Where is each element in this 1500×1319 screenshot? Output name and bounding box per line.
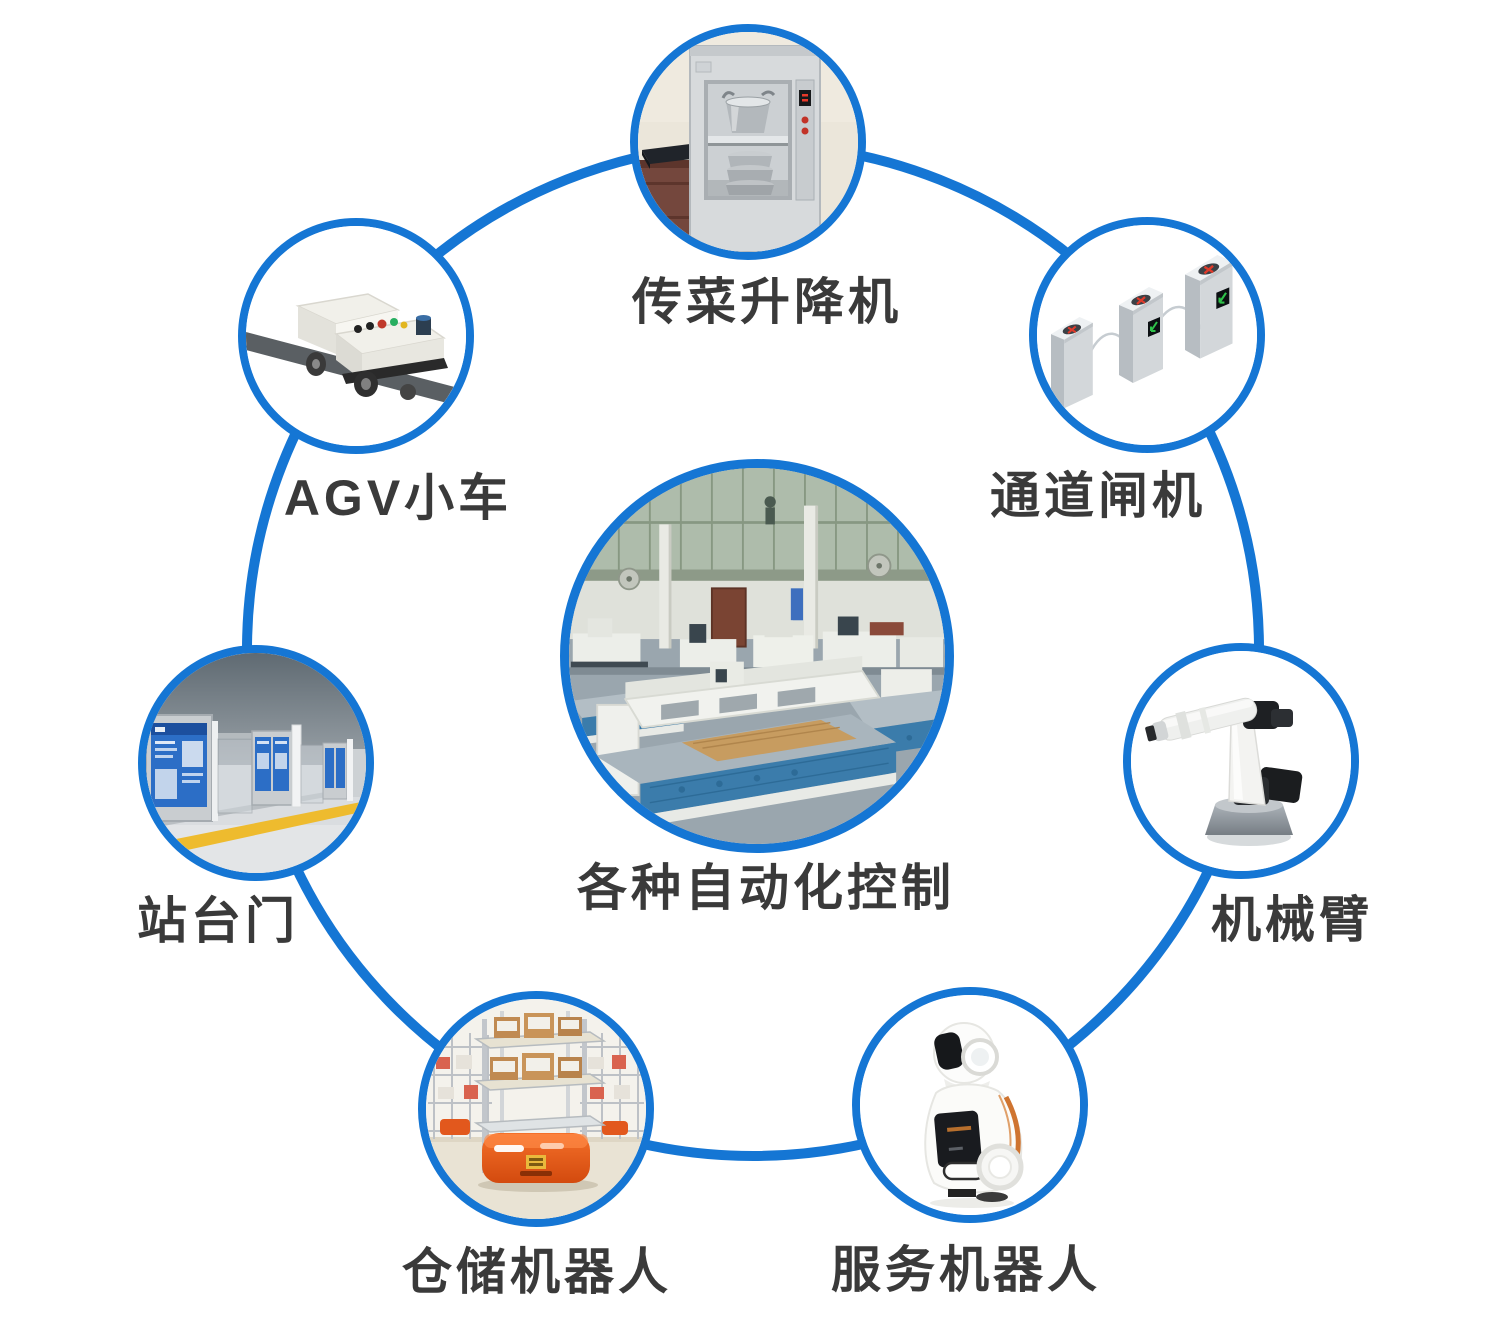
label-robotic-arm: 机械臂 xyxy=(1211,892,1373,948)
node-agv-cart xyxy=(238,218,474,454)
gate-pillar-middle xyxy=(1119,287,1163,383)
node-channel-gate xyxy=(1029,217,1265,453)
main-shelf xyxy=(473,1011,607,1173)
label-warehouse-robot: 仓储机器人 xyxy=(402,1244,672,1300)
label-platform-door: 站台门 xyxy=(137,893,299,949)
gate-pillar-right xyxy=(1185,255,1233,359)
gate-pillar-left xyxy=(1051,317,1093,409)
node-warehouse-robot xyxy=(418,991,654,1227)
screen-door-mid-panel xyxy=(251,730,293,806)
screen-door-far-panel xyxy=(322,742,348,800)
node-platform-door xyxy=(138,645,374,881)
robotic-arm-photo xyxy=(1131,651,1351,871)
cartons xyxy=(490,1013,582,1080)
agv-cart-photo xyxy=(246,226,466,446)
background-boxes xyxy=(436,1055,630,1135)
pots-stacked xyxy=(726,151,774,195)
service-robot-photo xyxy=(860,995,1080,1215)
label-channel-gate: 通道闸机 xyxy=(990,468,1206,524)
platform-door-photo xyxy=(146,653,366,873)
screen-door-left-panel xyxy=(146,714,213,822)
warehouse-robot-photo xyxy=(426,999,646,1219)
cnc-machine-main xyxy=(595,656,897,828)
node-food-delivery-lift xyxy=(630,24,866,260)
label-service-robot: 服务机器人 xyxy=(831,1242,1101,1298)
label-food-delivery-lift: 传菜升降机 xyxy=(632,274,902,330)
pot-top xyxy=(721,90,776,133)
node-robotic-arm xyxy=(1123,643,1359,879)
node-automation-control xyxy=(560,459,954,853)
node-service-robot xyxy=(852,987,1088,1223)
agv-body xyxy=(295,293,448,400)
label-agv-cart: AGV小车 xyxy=(283,470,513,526)
upper-arm xyxy=(1145,697,1258,742)
robot-screen xyxy=(934,1110,982,1168)
label-automation-control: 各种自动化控制 xyxy=(577,860,955,916)
kiva-robot xyxy=(478,1133,598,1192)
food-delivery-lift-photo xyxy=(638,32,858,252)
automation-control-photo xyxy=(569,468,945,844)
channel-gate-photo xyxy=(1037,225,1257,445)
